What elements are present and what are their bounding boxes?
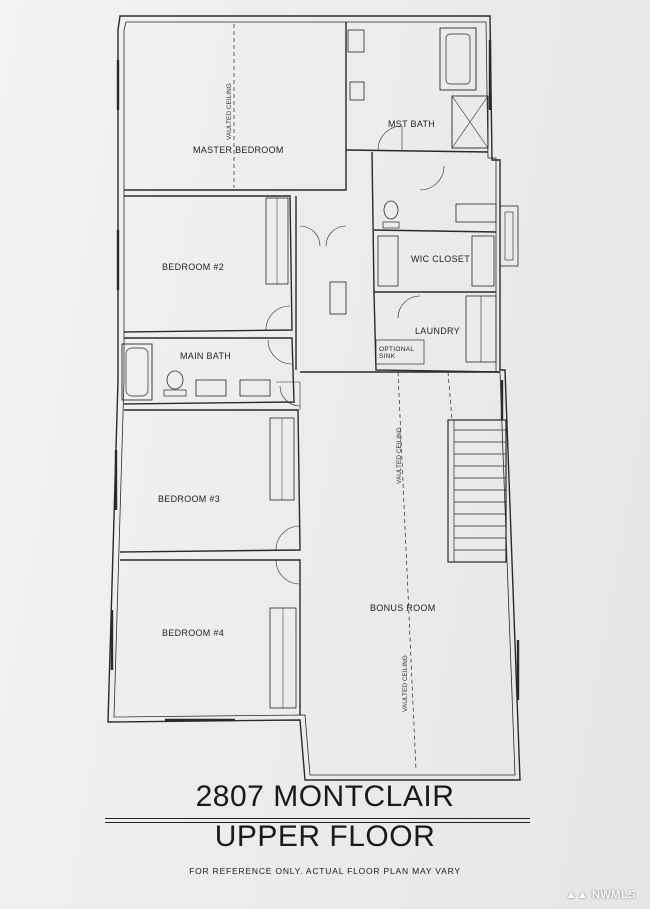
vaulted-ceiling-label-bonus-lower: VAULTED CEILING xyxy=(402,655,409,712)
room-optional-sink: OPTIONAL SINK xyxy=(379,346,415,360)
master-bedroom-wall xyxy=(124,22,347,191)
watermark-logo-icon: ▲▲ xyxy=(565,889,589,901)
watermark-text: NWMLS xyxy=(591,889,636,901)
plan-disclaimer: FOR REFERENCE ONLY. ACTUAL FLOOR PLAN MA… xyxy=(189,866,461,876)
plan-address-title: 2807 MONTCLAIR xyxy=(195,780,455,813)
room-mst-bath: MST BATH xyxy=(388,119,436,129)
title-divider-top xyxy=(105,818,530,819)
room-bedroom-4: BEDROOM #4 xyxy=(162,628,225,638)
title-divider-bottom xyxy=(105,822,530,823)
outer-wall xyxy=(107,15,521,781)
vaulted-ceiling-label-bonus-upper: VAULTED CEILING xyxy=(396,427,403,484)
plan-floor-title: UPPER FLOOR xyxy=(214,820,436,853)
room-main-bath: MAIN BATH xyxy=(180,351,232,361)
nwmls-watermark: ▲▲ NWMLS xyxy=(566,889,636,901)
room-bedroom-2: BEDROOM #2 xyxy=(162,262,225,272)
room-wic-closet: WIC CLOSET xyxy=(411,254,471,264)
room-bedroom-3: BEDROOM #3 xyxy=(158,494,221,504)
room-laundry: LAUNDRY xyxy=(415,326,460,336)
outer-wall-inner xyxy=(113,21,516,776)
room-bonus-room: BONUS ROOM xyxy=(370,603,436,613)
room-master-bedroom: MASTER BEDROOM xyxy=(193,145,284,155)
vaulted-ceiling-label-master: VAULTED CEILING xyxy=(226,83,233,140)
